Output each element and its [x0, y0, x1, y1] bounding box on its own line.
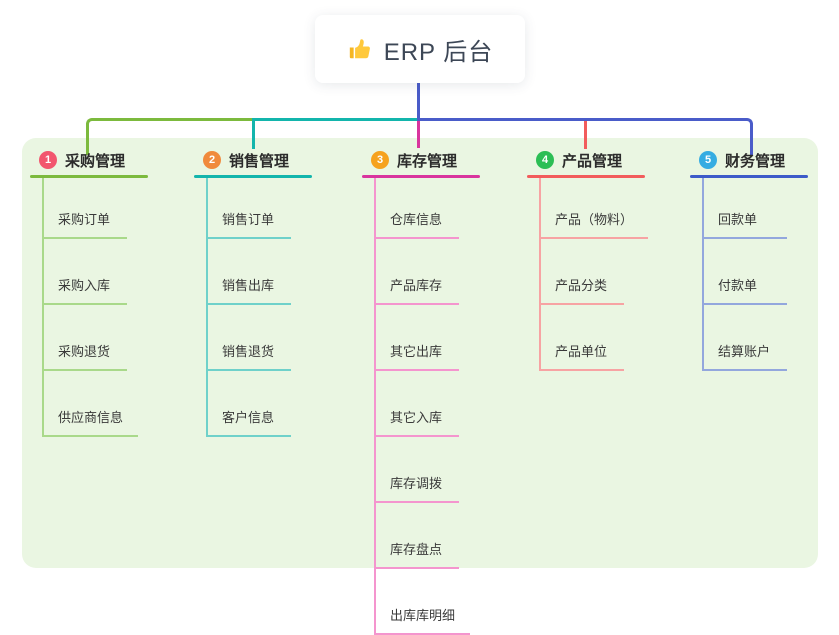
branch-number-badge: 1 — [39, 151, 57, 169]
branch-underline — [194, 175, 312, 178]
branch-label: 采购管理 — [65, 152, 126, 170]
branch-label: 销售管理 — [229, 152, 290, 170]
branch-5: 5 财务管理回款单付款单结算账户 — [690, 148, 808, 371]
child-node-label: 产品单位 — [555, 344, 608, 359]
child-node[interactable]: 产品单位 — [541, 305, 624, 371]
child-node-label: 库存调拨 — [390, 476, 443, 491]
branch-label: 产品管理 — [562, 152, 623, 170]
branch-1: 1 采购管理采购订单采购入库采购退货供应商信息 — [30, 148, 148, 437]
branch-header[interactable]: 3 库存管理 — [362, 148, 480, 172]
child-node[interactable]: 销售订单 — [208, 178, 291, 239]
child-node[interactable]: 结算账户 — [704, 305, 787, 371]
child-node-label: 销售退货 — [222, 344, 275, 359]
bus-left-elbow-line — [86, 118, 257, 155]
root-node-title: ERP 后台 — [383, 38, 494, 66]
child-node-label: 其它出库 — [390, 344, 443, 359]
branch-2: 2 销售管理销售订单销售出库销售退货客户信息 — [194, 148, 312, 437]
branch-children: 采购订单采购入库采购退货供应商信息 — [42, 178, 148, 437]
child-node[interactable]: 仓库信息 — [376, 178, 459, 239]
branch-header[interactable]: 4 产品管理 — [527, 148, 648, 172]
child-node[interactable]: 产品（物料） — [541, 178, 649, 239]
child-node-label: 回款单 — [718, 212, 758, 227]
child-node-label: 仓库信息 — [390, 212, 443, 227]
child-node-label: 产品（物料） — [555, 212, 634, 227]
bus-teal-segment-line — [252, 118, 418, 121]
child-node-label: 结算账户 — [718, 344, 771, 359]
child-node[interactable]: 产品库存 — [376, 239, 459, 305]
branch-underline — [30, 175, 148, 178]
root-node[interactable]: ERP 后台 — [315, 15, 525, 83]
child-node-label: 产品分类 — [555, 278, 608, 293]
branch4-drop-line — [584, 121, 587, 149]
branch-number-badge: 4 — [536, 151, 554, 169]
child-node-label: 客户信息 — [222, 410, 275, 425]
child-node[interactable]: 库存调拨 — [376, 437, 459, 503]
child-node[interactable]: 出库库明细 — [376, 569, 471, 635]
child-node[interactable]: 其它出库 — [376, 305, 459, 371]
branch-children: 产品（物料） 产品分类产品单位 — [539, 178, 649, 371]
child-node[interactable]: 产品分类 — [541, 239, 624, 305]
child-node-label: 产品库存 — [390, 278, 443, 293]
child-node-label: 付款单 — [718, 278, 758, 293]
branches-panel — [22, 138, 818, 568]
child-node-label: 销售出库 — [222, 278, 275, 293]
child-node[interactable]: 采购订单 — [44, 178, 127, 239]
child-node[interactable]: 销售退货 — [208, 305, 291, 371]
branch-header[interactable]: 5 财务管理 — [690, 148, 808, 172]
branch-number-badge: 2 — [203, 151, 221, 169]
branch-header[interactable]: 1 采购管理 — [30, 148, 148, 172]
branch-number-badge: 5 — [699, 151, 717, 169]
child-node-label: 其它入库 — [390, 410, 443, 425]
branch-underline — [362, 175, 480, 178]
child-node-label: 出库库明细 — [390, 608, 456, 623]
branch2-drop-line — [252, 118, 255, 149]
branch-4: 4 产品管理产品（物料） 产品分类产品单位 — [527, 148, 649, 371]
branch-header[interactable]: 2 销售管理 — [194, 148, 312, 172]
child-node-label: 供应商信息 — [58, 410, 124, 425]
child-node-label: 采购退货 — [58, 344, 111, 359]
child-node[interactable]: 销售出库 — [208, 239, 291, 305]
child-node[interactable]: 其它入库 — [376, 371, 459, 437]
branch-children: 销售订单销售出库销售退货客户信息 — [206, 178, 312, 437]
child-node-label: 采购入库 — [58, 278, 111, 293]
child-node-label: 采购订单 — [58, 212, 111, 227]
child-node[interactable]: 采购退货 — [44, 305, 127, 371]
branch-label: 库存管理 — [397, 152, 458, 170]
branch-children: 回款单付款单结算账户 — [702, 178, 808, 371]
branch-number-badge: 3 — [371, 151, 389, 169]
child-node[interactable]: 付款单 — [704, 239, 787, 305]
child-node[interactable]: 库存盘点 — [376, 503, 459, 569]
branch-underline — [690, 175, 808, 178]
child-node[interactable]: 采购入库 — [44, 239, 127, 305]
child-node[interactable]: 回款单 — [704, 178, 787, 239]
child-node[interactable]: 客户信息 — [208, 371, 291, 437]
branch3-drop-line — [417, 121, 420, 148]
root-connector-line — [417, 83, 420, 120]
child-node[interactable]: 供应商信息 — [44, 371, 139, 437]
branch-children: 仓库信息产品库存其它出库其它入库库存调拨库存盘点出库库明细 — [374, 178, 480, 635]
bus-right-elbow-line — [417, 118, 753, 155]
child-node-label: 销售订单 — [222, 212, 275, 227]
thumbs-up-icon — [347, 36, 374, 63]
branch-3: 3 库存管理仓库信息产品库存其它出库其它入库库存调拨库存盘点出库库明细 — [362, 148, 480, 635]
child-node-label: 库存盘点 — [390, 542, 443, 557]
branch-underline — [527, 175, 645, 178]
branch-label: 财务管理 — [725, 152, 786, 170]
